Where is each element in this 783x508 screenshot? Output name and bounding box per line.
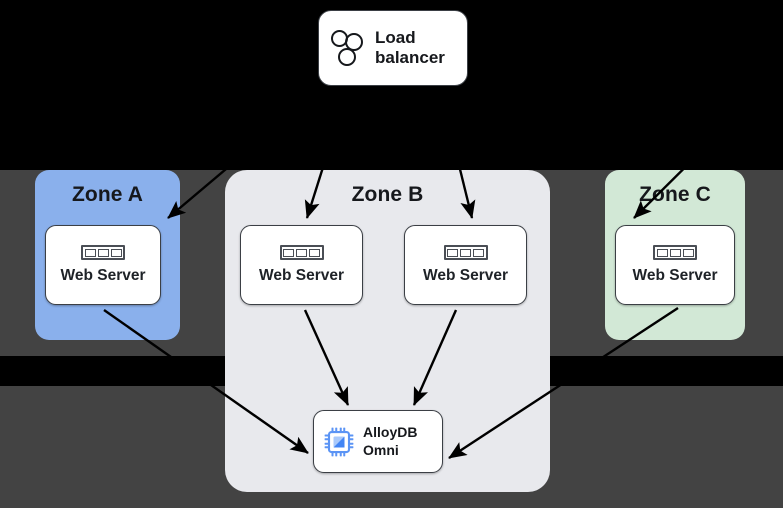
load-balancer-label: Load balancer [375,27,445,67]
alloydb-omni-node[interactable]: AlloyDB Omni [313,410,443,473]
load-balancer-node[interactable]: Load balancer [318,10,468,86]
connector-lb-to-web-c [633,87,766,219]
server-rack-icon [81,245,125,260]
connector-lb-to-web-b1 [304,87,350,219]
cpu-chip-icon [324,427,354,456]
web-server-b2-label: Web Server [422,267,508,284]
zone-c-label: Zone C [639,183,711,206]
web-server-b1-label: Web Server [258,267,344,284]
connector-web-b1-to-db [303,309,350,406]
connector-web-b2-to-db [412,309,458,406]
alloydb-omni-label: AlloyDB Omni [363,424,418,458]
three-circles-icon [331,30,365,66]
web-server-c-label: Web Server [632,267,718,284]
server-rack-icon [279,245,324,260]
web-server-a-node[interactable]: Web Server [45,225,161,305]
connector-lb-to-web-a [167,87,323,219]
server-rack-icon [443,245,488,260]
zone-a-label: Zone A [72,183,143,206]
web-server-a-label: Web Server [60,267,146,284]
web-server-b1-node[interactable]: Web Server [240,225,363,305]
connector-lb-to-web-b2 [438,87,476,219]
server-rack-icon [653,245,697,260]
zone-b-label: Zone B [351,183,424,206]
web-server-b2-node[interactable]: Web Server [404,225,527,305]
web-server-c-node[interactable]: Web Server [615,225,735,305]
connector-web-a-to-db [103,309,309,454]
connector-web-c-to-db [448,306,679,460]
